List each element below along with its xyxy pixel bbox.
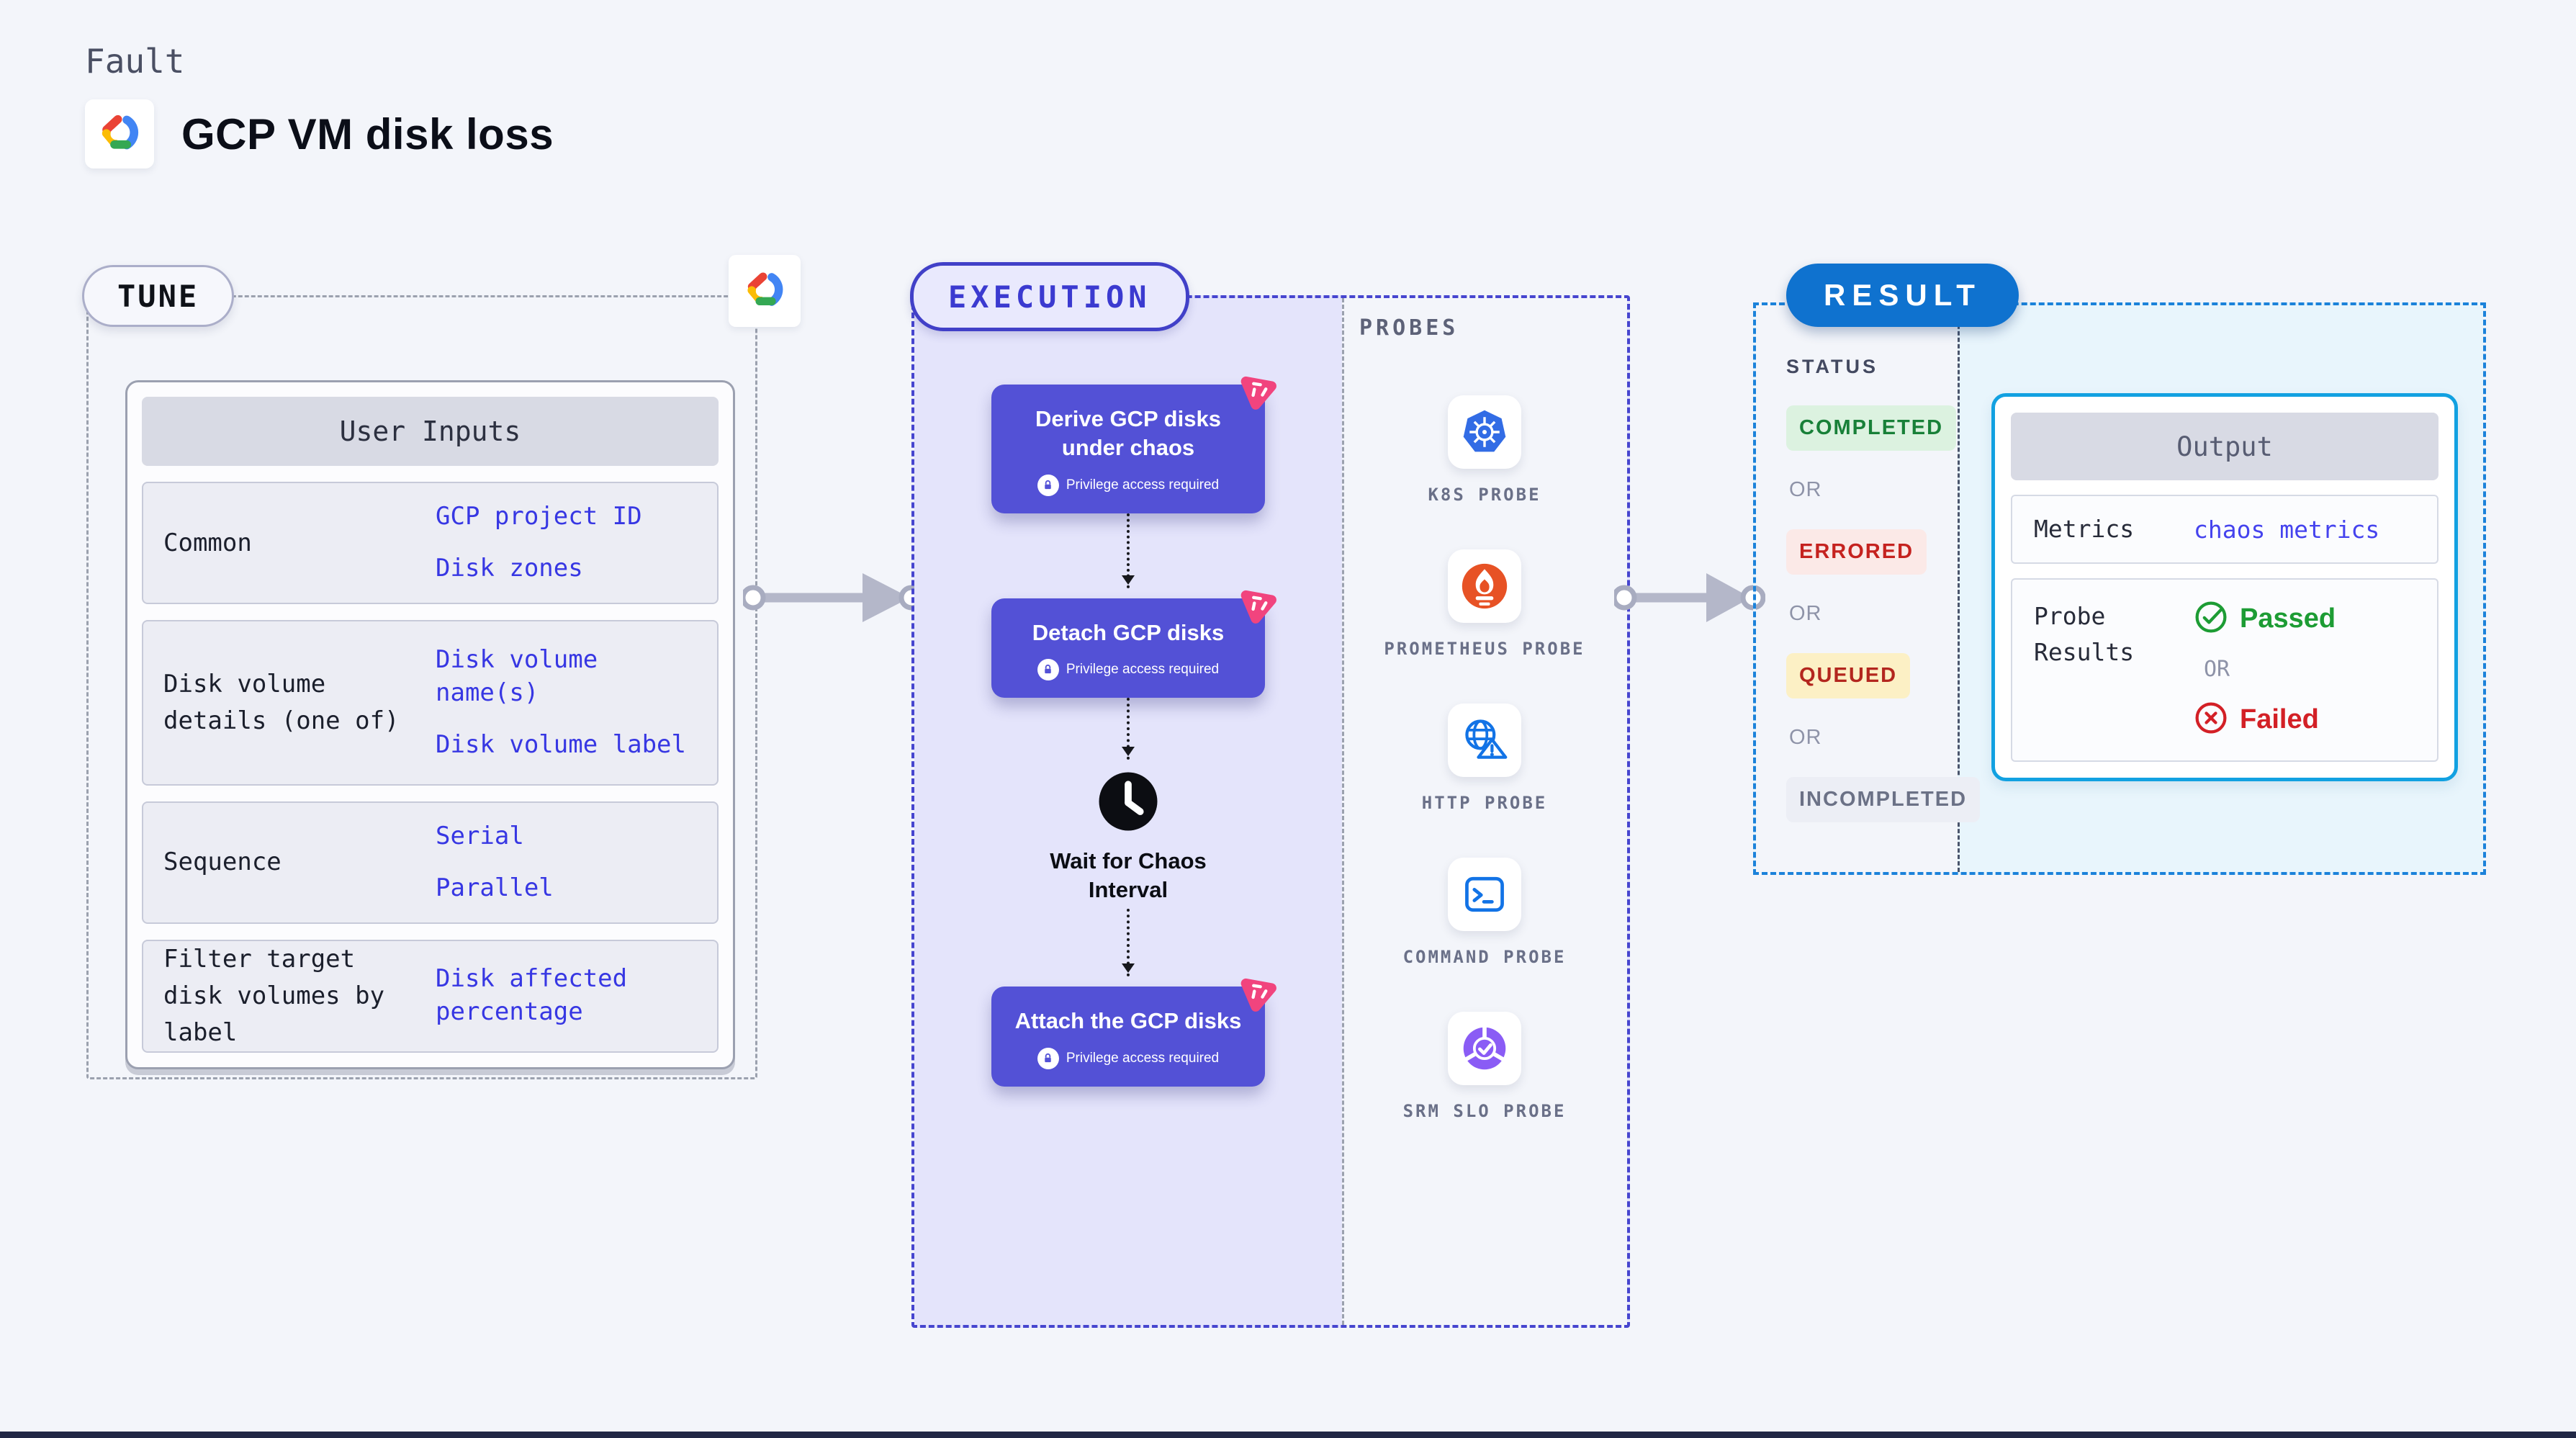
- tune-to-execution-arrow: [743, 573, 923, 622]
- lock-icon: [1037, 474, 1059, 496]
- execution-badge: EXECUTION: [910, 262, 1189, 331]
- flow-connector: [1122, 909, 1135, 977]
- status-list: STATUS COMPLETED OR ERRORED OR QUEUED OR…: [1756, 305, 1981, 822]
- user-input-row-disk-volume: Disk volume details (one of) Disk volume…: [142, 620, 719, 786]
- execution-to-result-arrow: [1614, 573, 1765, 622]
- flow-node-derive-disks: Derive GCP disks under chaos Privilege a…: [991, 376, 1276, 513]
- or-separator: OR: [1789, 602, 1822, 625]
- user-inputs-card: User Inputs Common GCP project ID Disk z…: [125, 380, 735, 1069]
- command-icon: [1448, 858, 1521, 931]
- passed-label: Passed: [2240, 603, 2336, 634]
- probe-item-command: COMMAND PROBE: [1403, 858, 1567, 970]
- status-badge-queued: QUEUED: [1786, 653, 1911, 698]
- node-title: Detach GCP disks: [1032, 619, 1225, 645]
- user-inputs-header: User Inputs: [142, 397, 719, 466]
- flow-node-attach-disks: Attach the GCP disks Privilege access re…: [991, 979, 1276, 1087]
- row-label: Common: [163, 528, 252, 557]
- status-heading: STATUS: [1786, 356, 1878, 377]
- tune-section-box: [86, 295, 757, 1079]
- check-circle-icon: [2194, 600, 2228, 638]
- or-separator: OR: [1789, 478, 1822, 501]
- probe-label: HTTP PROBE: [1421, 793, 1548, 813]
- flow-node-detach-disks: Detach GCP disks Privilege access requir…: [991, 590, 1276, 698]
- probe-item-srm-slo: SRM SLO PROBE: [1403, 1012, 1567, 1124]
- row-label: Filter target disk volumes by label: [163, 944, 385, 1047]
- node-title: Attach the GCP disks: [1014, 1008, 1242, 1034]
- row-value: Disk affected percentage: [436, 964, 628, 1027]
- chaos-litmus-icon: [1238, 370, 1279, 412]
- flow-connector: [1122, 513, 1135, 588]
- kubernetes-icon: [1447, 395, 1521, 469]
- status-badge-errored: ERRORED: [1786, 529, 1927, 575]
- probe-result-passed: Passed: [2194, 600, 2336, 638]
- fault-kicker: Fault: [85, 42, 185, 81]
- node-title: Wait for Chaos Interval: [1050, 848, 1207, 903]
- output-header: Output: [2011, 413, 2438, 480]
- probe-item-http: HTTP PROBE: [1422, 704, 1548, 816]
- status-badge-completed: COMPLETED: [1786, 405, 1957, 451]
- probe-results-label: Probe Results: [2034, 602, 2135, 666]
- gcp-logo-chip: [85, 99, 154, 168]
- execution-section-box: PROBES Derive GCP disks under chaos: [911, 295, 1630, 1328]
- page-title: GCP VM disk loss: [181, 109, 554, 158]
- tune-badge: TUNE: [82, 265, 235, 327]
- window-bottom-edge: [0, 1432, 2576, 1438]
- row-value: Disk volume name(s): [436, 645, 598, 708]
- x-circle-icon: [2194, 701, 2228, 739]
- probe-label: K8S PROBE: [1428, 485, 1541, 505]
- user-input-row-filter: Filter target disk volumes by label Disk…: [142, 939, 719, 1053]
- probe-item-prometheus: PROMETHEUS PROBE: [1384, 549, 1585, 662]
- probes-list: K8S PROBE PROMETHEUS PROBE: [1342, 298, 1627, 1166]
- row-value: Disk zones: [436, 554, 583, 583]
- row-value: GCP project ID: [436, 502, 642, 531]
- row-value: Parallel: [436, 873, 554, 902]
- flow-connector: [1122, 697, 1135, 760]
- prometheus-icon: [1448, 549, 1521, 623]
- probe-label: PROMETHEUS PROBE: [1384, 639, 1585, 659]
- or-separator: OR: [1789, 726, 1822, 749]
- probes-section-label: PROBES: [1359, 315, 1459, 341]
- probe-result-failed: Failed: [2194, 701, 2336, 739]
- gcp-cloud-icon: [737, 262, 792, 320]
- status-badge-incompleted: INCOMPLETED: [1786, 777, 1981, 822]
- probe-label: SRM SLO PROBE: [1402, 1101, 1567, 1121]
- failed-label: Failed: [2240, 704, 2319, 734]
- chaos-litmus-icon: [1238, 972, 1279, 1014]
- row-value: Serial: [436, 822, 524, 850]
- output-card: Output Metrics chaos metrics Probe Resul…: [1991, 393, 2458, 781]
- user-input-row-common: Common GCP project ID Disk zones: [142, 482, 719, 604]
- srm-slo-icon: [1448, 1012, 1521, 1085]
- http-icon: [1448, 704, 1521, 777]
- lock-icon: [1037, 658, 1059, 680]
- result-section-box: STATUS COMPLETED OR ERRORED OR QUEUED OR…: [1753, 302, 2486, 875]
- flow-node-wait-interval: Wait for Chaos Interval: [1035, 770, 1222, 909]
- row-value: Disk volume label: [436, 729, 686, 759]
- execution-probes-divider: [1342, 298, 1344, 1325]
- result-badge: RESULT: [1786, 264, 2019, 327]
- execution-flow: Derive GCP disks under chaos Privilege a…: [914, 298, 1342, 1087]
- gcp-corner-chip: [729, 255, 801, 327]
- clock-icon: [1096, 770, 1160, 837]
- or-separator: OR: [2204, 657, 2230, 682]
- privilege-note: Privilege access required: [1066, 477, 1220, 493]
- status-output-divider: [1958, 305, 1960, 872]
- node-title: Derive GCP disks under chaos: [1035, 406, 1221, 461]
- output-probe-results-row: Probe Results Passed OR: [2011, 578, 2438, 762]
- privilege-note: Privilege access required: [1066, 1050, 1220, 1066]
- privilege-note: Privilege access required: [1066, 661, 1220, 677]
- output-metrics-row: Metrics chaos metrics: [2011, 495, 2438, 564]
- metrics-label: Metrics: [2034, 515, 2135, 544]
- probe-label: COMMAND PROBE: [1402, 947, 1567, 967]
- probe-item-k8s: K8S PROBE: [1428, 395, 1541, 508]
- gcp-cloud-icon: [91, 104, 148, 164]
- row-label: Disk volume details (one of): [163, 670, 400, 735]
- metrics-value: chaos metrics: [2194, 515, 2380, 544]
- user-input-row-sequence: Sequence Serial Parallel: [142, 801, 719, 924]
- row-label: Sequence: [163, 848, 282, 877]
- chaos-litmus-icon: [1238, 584, 1279, 626]
- lock-icon: [1037, 1047, 1059, 1069]
